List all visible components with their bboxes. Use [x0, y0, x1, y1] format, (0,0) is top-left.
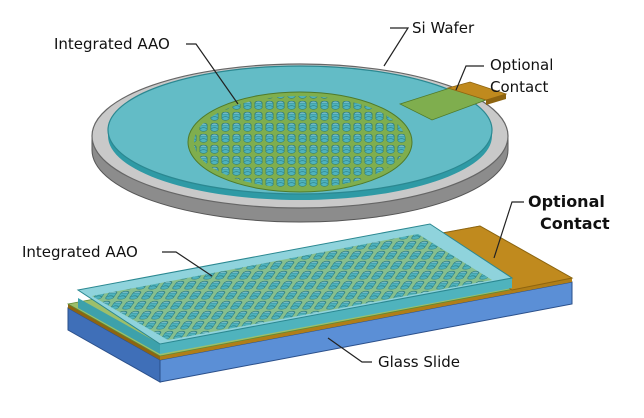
- leader-optional-contact-top: [455, 65, 484, 91]
- label-optional-contact-bottom-line1: Optional: [528, 192, 605, 211]
- slide-metal-layer-side: [160, 278, 572, 360]
- label-optional-contact-top-line1: Optional: [490, 56, 553, 74]
- label-integrated-aao-bottom: Integrated AAO: [22, 243, 138, 261]
- wafer-pore-array: [194, 96, 406, 188]
- labels: Integrated AAO Si Wafer Optional Contact…: [22, 19, 610, 371]
- label-glass-slide: Glass Slide: [378, 353, 460, 371]
- glass-slide-assembly: [66, 223, 574, 383]
- leader-lines: [162, 27, 524, 363]
- slide-metal-layer-front: [68, 304, 160, 360]
- leader-glass-slide: [327, 337, 372, 363]
- si-wafer-assembly: [91, 63, 509, 223]
- label-optional-contact-bottom-line2: Contact: [540, 214, 610, 233]
- leader-integrated-aao-bottom: [162, 251, 213, 277]
- label-si-wafer: Si Wafer: [412, 19, 475, 37]
- slide-pore-array: [92, 234, 492, 340]
- wafer-contact-pad-side: [486, 94, 506, 105]
- leader-optional-contact-bottom: [493, 201, 524, 259]
- leader-integrated-aao-top: [186, 43, 239, 105]
- slide-aao-side: [160, 278, 512, 354]
- leader-si-wafer: [383, 27, 410, 67]
- label-optional-contact-top-line2: Contact: [490, 78, 548, 96]
- label-integrated-aao-top: Integrated AAO: [54, 35, 170, 53]
- slide-aao-front: [78, 298, 160, 354]
